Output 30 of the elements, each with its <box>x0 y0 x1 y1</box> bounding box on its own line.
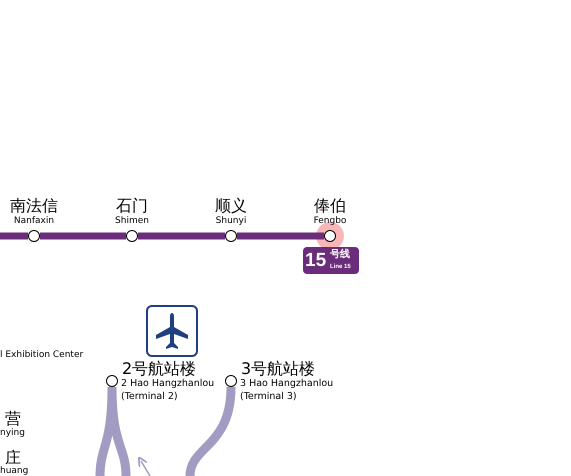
station-name-pinyin: Nanfaxin <box>14 217 54 226</box>
station-name-pinyin: Fengbo <box>314 217 346 226</box>
station-name: 俸伯 <box>314 198 346 214</box>
metro-line <box>40 232 126 240</box>
station-name-pinyin: Shunyi <box>216 217 246 226</box>
station-name-pinyin: huang <box>0 467 28 476</box>
station-name: 庄 <box>5 450 21 466</box>
metro-line <box>186 386 236 476</box>
station-name: 2号航站楼 <box>122 361 196 377</box>
station-circle <box>28 230 40 242</box>
station-name-pinyin: nying <box>0 429 25 438</box>
station-name: 营 <box>5 411 21 427</box>
line-name: 号线 <box>330 250 350 260</box>
metro-line <box>138 232 225 240</box>
metro-line <box>0 232 28 240</box>
station-name-pinyin: 2 Hao Hangzhanlou (Terminal 2) <box>121 377 216 403</box>
station-circle <box>126 230 138 242</box>
station-name: 顺义 <box>215 198 247 214</box>
station-name: 3号航站楼 <box>241 361 316 377</box>
station-circle <box>225 230 237 242</box>
line-badge <box>303 247 359 274</box>
station-name-pinyin: Shimen <box>115 217 149 226</box>
line-number: 15 <box>305 251 326 270</box>
station-circle <box>324 230 336 242</box>
station-name-pinyin: 3 Hao Hangzhanlou (Terminal 3) <box>240 377 334 403</box>
station-circle <box>106 375 118 387</box>
station-name-english: l Exhibition Center <box>0 351 84 360</box>
station-circle <box>225 375 237 387</box>
station-name: 石门 <box>116 198 148 214</box>
station-name: 南法信 <box>10 198 58 214</box>
